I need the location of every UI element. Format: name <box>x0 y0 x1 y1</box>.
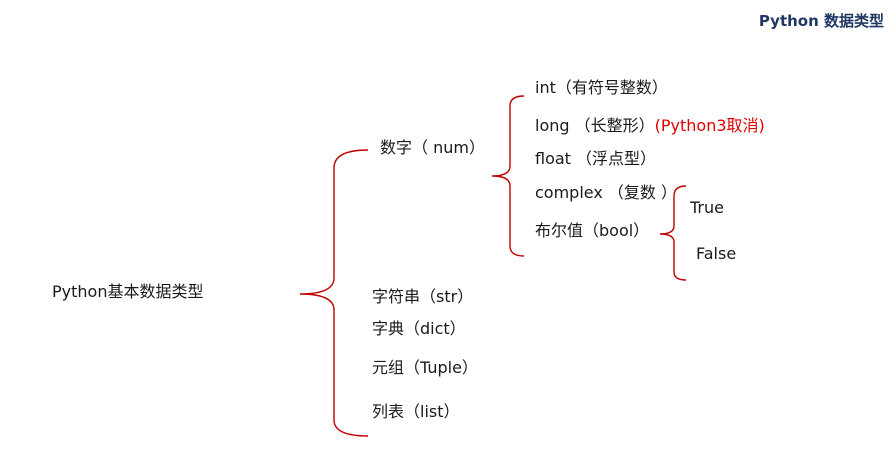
long-label: long （长整形） <box>535 116 655 135</box>
long-node: long （长整形）(Python3取消) <box>535 116 765 136</box>
complex-node: complex （复数 ） <box>535 183 677 202</box>
int-node: int（有符号整数） <box>535 78 668 97</box>
bool-node: 布尔值（bool） <box>535 221 650 240</box>
number-bracket <box>491 95 525 257</box>
root-bracket <box>299 149 369 437</box>
long-note: (Python3取消) <box>654 116 765 135</box>
float-node: float （浮点型） <box>535 149 657 168</box>
dict-node: 字典（dict） <box>372 319 466 338</box>
bool-bracket <box>659 185 687 281</box>
tuple-node: 元组（Tuple） <box>372 358 478 377</box>
string-node: 字符串（str） <box>372 287 474 306</box>
false-node: False <box>696 244 737 263</box>
root-node: Python基本数据类型 <box>52 282 204 301</box>
page-title: Python 数据类型 <box>758 12 884 30</box>
true-node: True <box>690 198 724 217</box>
list-node: 列表（list） <box>372 402 460 421</box>
number-node: 数字（ num） <box>380 138 485 157</box>
